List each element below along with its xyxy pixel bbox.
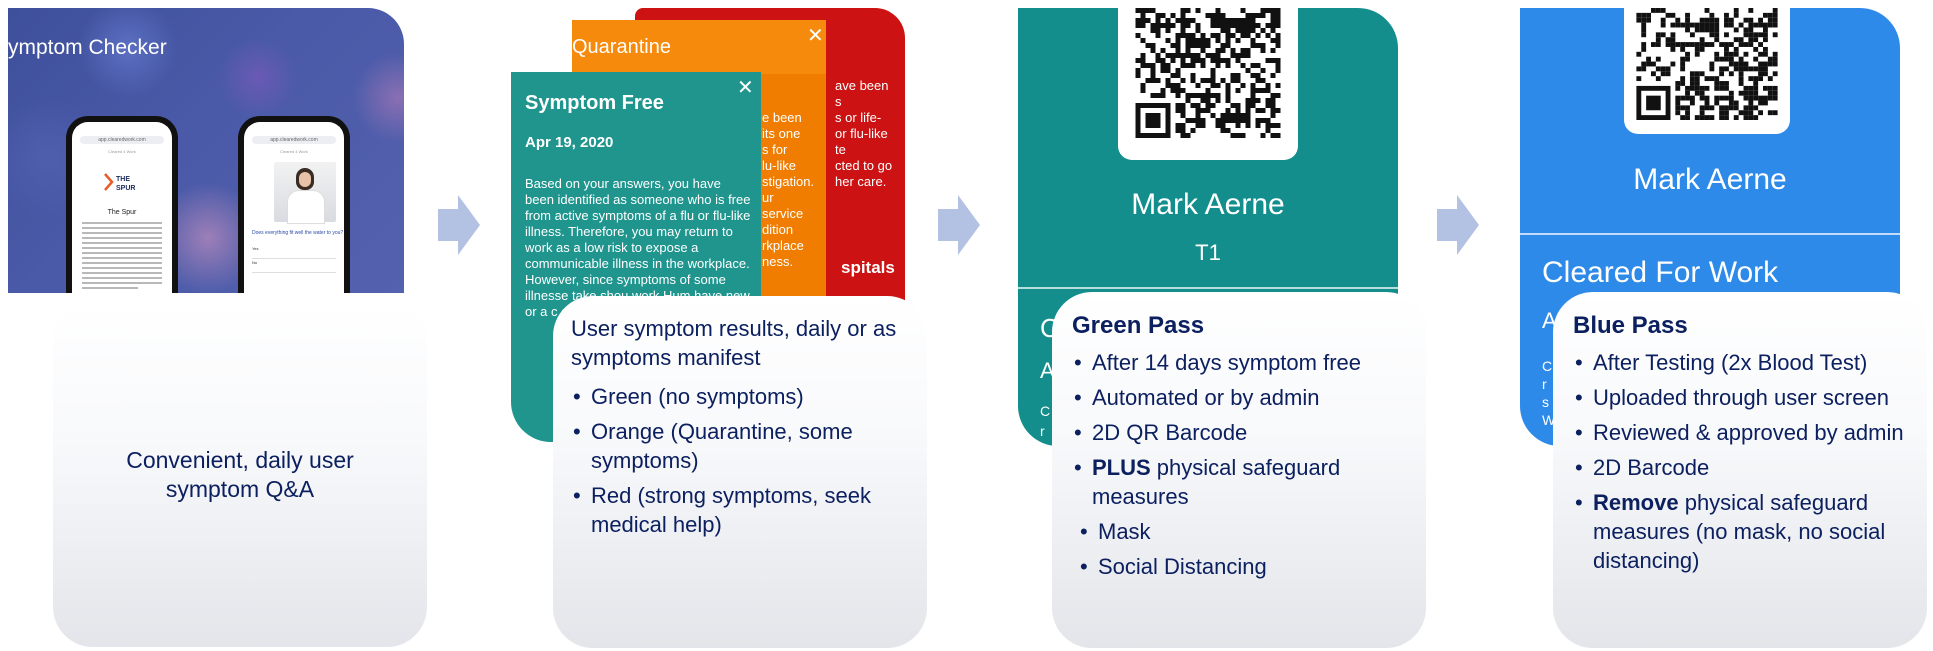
banner-title: ymptom Checker xyxy=(8,36,167,59)
pass-partial-3: C xyxy=(1040,403,1051,419)
green-pass-list: After 14 days symptom free Automated or … xyxy=(1072,348,1406,581)
phone-option[interactable]: Yes xyxy=(252,246,336,259)
blue-pass-item: After Testing (2x Blood Test) xyxy=(1573,348,1907,377)
arrow-right-icon xyxy=(938,195,980,255)
phone-question: Does everything fit well the water to yo… xyxy=(252,230,344,236)
orange-card-title: Quarantine xyxy=(572,36,671,58)
arrow-right-icon xyxy=(438,195,480,255)
pass-partial-5: W xyxy=(1542,412,1556,428)
emphasis-plus: PLUS xyxy=(1092,455,1151,480)
doctor-photo xyxy=(274,162,336,224)
phone-mockup-left: app.clearedwork.com Cleared 4 Work THE S… xyxy=(66,116,178,293)
red-card-body: ave been s s or life- or flu-like te cte… xyxy=(835,78,893,189)
blue-pass-list: After Testing (2x Blood Test) Uploaded t… xyxy=(1573,348,1907,575)
qr-code-icon xyxy=(1135,8,1281,138)
caption-text: Convenient, daily user symptom Q&A xyxy=(126,446,354,502)
pass-holder-name: Mark Aerne xyxy=(1633,163,1787,196)
blue-pass-item: Reviewed & approved by admin xyxy=(1573,418,1907,447)
caption-heading: User symptom results, daily or as sympto… xyxy=(571,316,897,370)
qr-code-icon xyxy=(1636,8,1778,120)
green-pass-item: Automated or by admin xyxy=(1072,383,1406,412)
result-item-red: Red (strong symptoms, seek medical help) xyxy=(571,481,909,539)
spur-logo-icon: THE SPUR xyxy=(104,173,135,192)
qr-code-container xyxy=(1118,8,1298,160)
caption-symptom-results: User symptom results, daily or as sympto… xyxy=(553,296,927,648)
phone-option[interactable]: No xyxy=(252,260,336,273)
caption-green-pass: Green Pass After 14 days symptom free Au… xyxy=(1052,292,1426,648)
close-icon[interactable]: ✕ xyxy=(737,77,754,99)
phone-url-bar: app.clearedwork.com xyxy=(252,136,336,144)
phone-paragraph xyxy=(82,222,162,292)
green-pass-item: After 14 days symptom free xyxy=(1072,348,1406,377)
phone-brand: Cleared 4 Work xyxy=(280,149,308,154)
teal-card-title: Symptom Free xyxy=(525,92,664,114)
green-pass-title: Green Pass xyxy=(1072,312,1205,339)
red-card-footer: spitals xyxy=(841,258,895,277)
pass-partial-3: r xyxy=(1542,376,1547,392)
phone-page-name: The Spur xyxy=(107,209,137,216)
phone-brand: Cleared 4 Work xyxy=(108,149,136,154)
pass-partial-2: A xyxy=(1040,358,1055,383)
emphasis-remove: Remove xyxy=(1593,490,1679,515)
orange-card-body: e been its one s for lu-like stigation. … xyxy=(762,110,815,269)
caption-symptom-checker: Convenient, daily user symptom Q&A xyxy=(53,302,427,647)
pass-partial-4: r xyxy=(1040,423,1045,439)
result-list: Green (no symptoms) Orange (Quarantine, … xyxy=(571,382,909,539)
qr-code-container xyxy=(1624,8,1790,134)
teal-card-date: Apr 19, 2020 xyxy=(525,134,614,151)
pass-status: Cleared For Work xyxy=(1542,256,1779,289)
blue-pass-title: Blue Pass xyxy=(1573,312,1688,339)
symptom-checker-banner: ymptom Checker app.clearedwork.com Clear… xyxy=(8,8,404,293)
logo-line2: SPUR xyxy=(116,185,135,192)
pass-holder-name: Mark Aerne xyxy=(1131,188,1285,221)
phone-url-bar: app.clearedwork.com xyxy=(80,136,164,144)
result-item-orange: Orange (Quarantine, some symptoms) xyxy=(571,417,909,475)
result-item-green: Green (no symptoms) xyxy=(571,382,909,411)
green-pass-item: PLUS physical safeguard measures xyxy=(1072,453,1406,511)
blue-pass-item: Uploaded through user screen xyxy=(1573,383,1907,412)
logo-line1: THE xyxy=(116,176,130,183)
arrow-right-icon xyxy=(1437,195,1479,255)
green-pass-subitem: Mask xyxy=(1078,517,1406,546)
green-pass-item: 2D QR Barcode xyxy=(1072,418,1406,447)
pass-partial-4: s xyxy=(1542,394,1549,410)
close-icon[interactable]: ✕ xyxy=(807,25,824,47)
pass-holder-id: T1 xyxy=(1195,240,1221,265)
blue-pass-item: 2D Barcode xyxy=(1573,453,1907,482)
caption-blue-pass: Blue Pass After Testing (2x Blood Test) … xyxy=(1553,292,1927,648)
green-pass-subitem: Social Distancing xyxy=(1078,552,1406,581)
blue-pass-item: Remove physical safeguard measures (no m… xyxy=(1573,488,1907,575)
phone-mockup-right: app.clearedwork.com Cleared 4 Work Does … xyxy=(238,116,350,293)
pass-partial-2: C xyxy=(1542,358,1553,374)
